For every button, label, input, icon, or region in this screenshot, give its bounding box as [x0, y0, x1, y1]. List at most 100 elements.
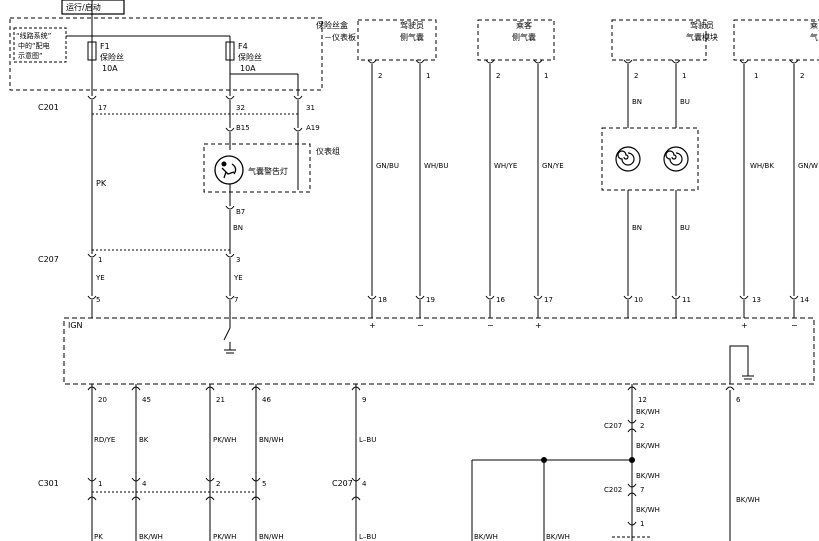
pin-label: 1: [682, 72, 686, 80]
fuse-f1-rating: 10A: [102, 64, 118, 73]
module-bottom-pins: [87, 386, 735, 391]
airbag-lamp-icon: [214, 155, 244, 185]
wire-bk-label: BK: [139, 436, 149, 444]
wire-bn2-label: BN: [632, 98, 642, 106]
module-pin: 14: [800, 296, 809, 304]
module-pin: 45: [142, 396, 151, 404]
wire-lbu-b-label: L–BU: [359, 533, 376, 541]
wire-bkwh-e2-label: BK/WH: [546, 533, 570, 541]
fuse-f4-name: 保险丝: [238, 52, 262, 62]
module-top-pins: [87, 295, 799, 300]
wire-bkwh-d-label: BK/WH: [139, 533, 163, 541]
module-pin: 7: [234, 296, 238, 304]
wire-rdye-label: RD/YE: [94, 436, 115, 444]
module-pin: 5: [96, 296, 100, 304]
c207-bot-pin: 4: [362, 480, 367, 488]
internal-ground-trace: [729, 345, 749, 384]
wire-bn-label: BN: [233, 224, 243, 232]
c201-pin-31-label: 31: [306, 104, 315, 112]
fuse-panel-line-2: －仪表板: [324, 32, 356, 42]
wire-bkwh-b-label: BK/WH: [636, 442, 660, 450]
pass-side-box: [477, 19, 555, 61]
ip-pin-b7: B7: [236, 208, 245, 216]
module-pin: 12: [638, 396, 647, 404]
wire-bkwh-right-label: BK/WH: [736, 496, 760, 504]
ip-pin-a19: A19: [306, 124, 320, 132]
wire-bkwh-c-label: BK/WH: [636, 472, 660, 480]
ip-pin-b15: B15: [236, 124, 250, 132]
coil-icon: [663, 146, 689, 172]
module-pin: 17: [544, 296, 553, 304]
c301-label: C301: [38, 479, 59, 488]
edge-module-line-1: 乘: [810, 20, 818, 30]
c207-top-pin-1: 1: [98, 256, 102, 264]
polarity-mark: −: [791, 321, 798, 330]
bottom-wires: [91, 384, 731, 541]
c207-mid-pin: 2: [640, 422, 644, 430]
pin-label: 2: [496, 72, 500, 80]
c207-bot-label: C207: [332, 479, 353, 488]
module-pin: 13: [752, 296, 761, 304]
module-ign: IGN: [68, 321, 83, 330]
module-pin: 19: [426, 296, 435, 304]
c301-pin-2: 2: [216, 480, 220, 488]
driver-module-box: [611, 19, 707, 61]
c201-pin-32-label: 32: [236, 104, 245, 112]
c301-pin-5: 5: [262, 480, 266, 488]
c202-pin-7: 7: [640, 486, 644, 494]
wire-pk-b-label: PK: [94, 533, 103, 541]
c301-pin-4: 4: [142, 480, 147, 488]
c201-pin-17-label: 17: [98, 104, 107, 112]
c301-pins: [87, 477, 261, 501]
polarity-mark: +: [369, 321, 376, 330]
module-pin: 10: [634, 296, 643, 304]
wire-bn3-label: BN: [632, 224, 642, 232]
wire-whbk-label: WH/BK: [750, 162, 774, 170]
pin-label: 2: [800, 72, 804, 80]
pin-label: 2: [634, 72, 638, 80]
ref-note-line-1: “线路系统”: [16, 31, 51, 40]
wire-pkwh-b-label: PK/WH: [213, 533, 236, 541]
wire-whye-label: WH/YE: [494, 162, 517, 170]
module-pin: 11: [682, 296, 691, 304]
device-top-pins: [367, 59, 799, 64]
fuse-panel-line-1: 保险丝盒: [316, 20, 348, 30]
wire-bnwh-label: BN/WH: [259, 436, 284, 444]
wire-bkwh-a-label: BK/WH: [636, 408, 660, 416]
c207-top-pin-3: 3: [236, 256, 240, 264]
run-start-box: [61, 0, 125, 15]
polarity-mark: +: [741, 321, 748, 330]
ref-note-line-2: 中的“配电: [18, 41, 50, 50]
wire-bu2-label: BU: [680, 98, 690, 106]
polarity-mark: +: [535, 321, 542, 330]
c207-mid-label: C207: [604, 422, 622, 430]
driver-side-line-1: 驾驶员: [400, 20, 424, 30]
wire-gnw-label: GN/W: [798, 162, 818, 170]
c301-pin-1: 1: [98, 480, 102, 488]
wire-pk-label: PK: [96, 179, 107, 188]
module-pin: 9: [362, 396, 366, 404]
fuse-f1-id: F1: [100, 42, 110, 51]
splice-node: [541, 457, 547, 463]
wire-ye-1: YE: [95, 274, 105, 282]
wire-gnye-label: GN/YE: [542, 162, 564, 170]
cluster-label: 仪表组: [316, 146, 340, 156]
fuse-f4-rating: 10A: [240, 64, 256, 73]
wire-ye-2: YE: [233, 274, 243, 282]
edge-module-line-2: 气: [810, 32, 818, 42]
module-pin: 21: [216, 396, 225, 404]
instrument-cluster-box: [203, 143, 311, 193]
clockspring-box: [601, 127, 699, 191]
coil-icon: [615, 146, 641, 172]
edge-module-box: [733, 19, 819, 61]
wire-bu3-label: BU: [680, 224, 690, 232]
splice-node: [629, 457, 635, 463]
wire-whbu-label: WH/BU: [424, 162, 448, 170]
c202-label: C202: [604, 486, 622, 494]
airbag-lamp-label: 气囊警告灯: [248, 166, 288, 176]
fuse-block-outline: [9, 17, 323, 91]
polarity-mark: −: [417, 321, 424, 330]
c207-top-label: C207: [38, 255, 59, 264]
